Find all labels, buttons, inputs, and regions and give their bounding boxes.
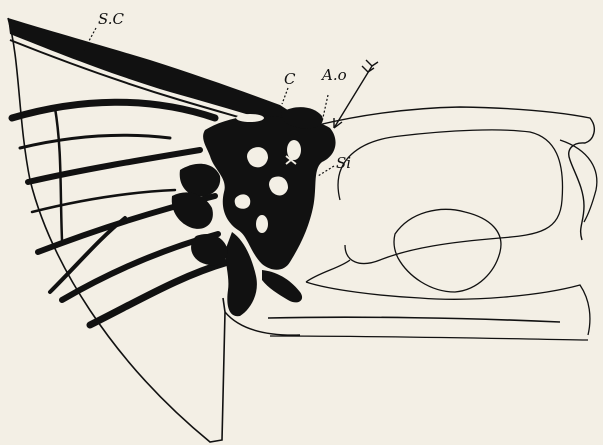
label-aorta: A.o: [320, 66, 347, 84]
label-sinus: Si: [336, 154, 351, 172]
label-subcostal: S.C: [98, 10, 125, 28]
label-costa: C: [284, 70, 296, 88]
